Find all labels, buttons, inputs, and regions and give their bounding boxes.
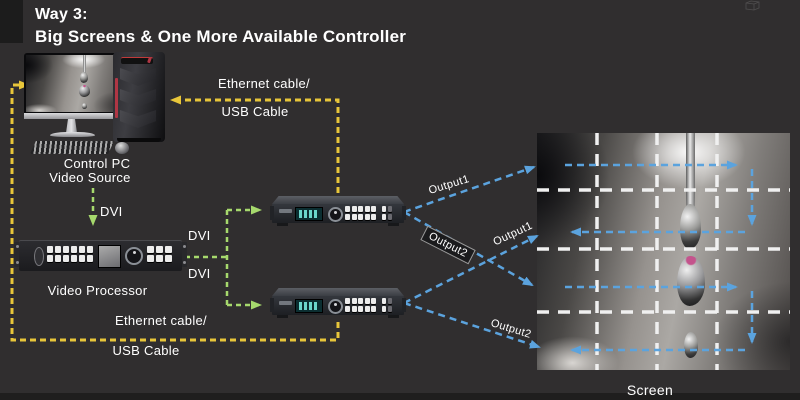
corner-strip (0, 0, 23, 43)
keyboard-icon (30, 141, 114, 154)
rack-ear (181, 242, 187, 267)
bottom-strip (0, 393, 800, 400)
dvi-label-out1: DVI (188, 228, 211, 243)
droplet (683, 332, 698, 359)
screen-label: Screen (626, 382, 674, 398)
led-screen-icon (537, 133, 790, 370)
tower-pc-icon (113, 52, 165, 142)
page-title-way: Way 3: (35, 6, 88, 23)
rack-ear (14, 242, 20, 267)
ethernet-label-top: Ethernet cable/ (218, 76, 310, 91)
screen-grid (537, 133, 790, 370)
controller-icon-2 (270, 288, 406, 318)
ethernet-label-bottom: Ethernet cable/ (115, 313, 207, 328)
droplet-stream (686, 133, 696, 228)
cable-path-yellow (10, 80, 340, 342)
monitor-bezel-bar (24, 113, 124, 119)
dvi-label-source: DVI (100, 204, 123, 219)
usb-label-top: USB Cable (221, 104, 289, 119)
droplet (677, 256, 706, 306)
dvi-label-out2: DVI (188, 266, 211, 281)
control-pc-label: Control PC (63, 156, 131, 171)
cube-watermark-icon (745, 0, 760, 11)
monitor-stand (66, 119, 77, 133)
output-path-blue (403, 160, 757, 355)
page-title-main: Big Screens & One More Available Control… (35, 27, 407, 46)
controller-icon-1 (270, 196, 406, 226)
video-processor-icon (19, 240, 182, 271)
dvi-path-green (88, 188, 262, 310)
usb-label-bottom: USB Cable (112, 343, 180, 358)
monitor-icon (24, 53, 124, 114)
video-processor-label: Video Processor (47, 283, 148, 298)
video-source-label: Video Source (49, 170, 131, 185)
droplet (679, 204, 702, 250)
mouse-icon (115, 142, 129, 154)
monitor-base (50, 132, 95, 137)
